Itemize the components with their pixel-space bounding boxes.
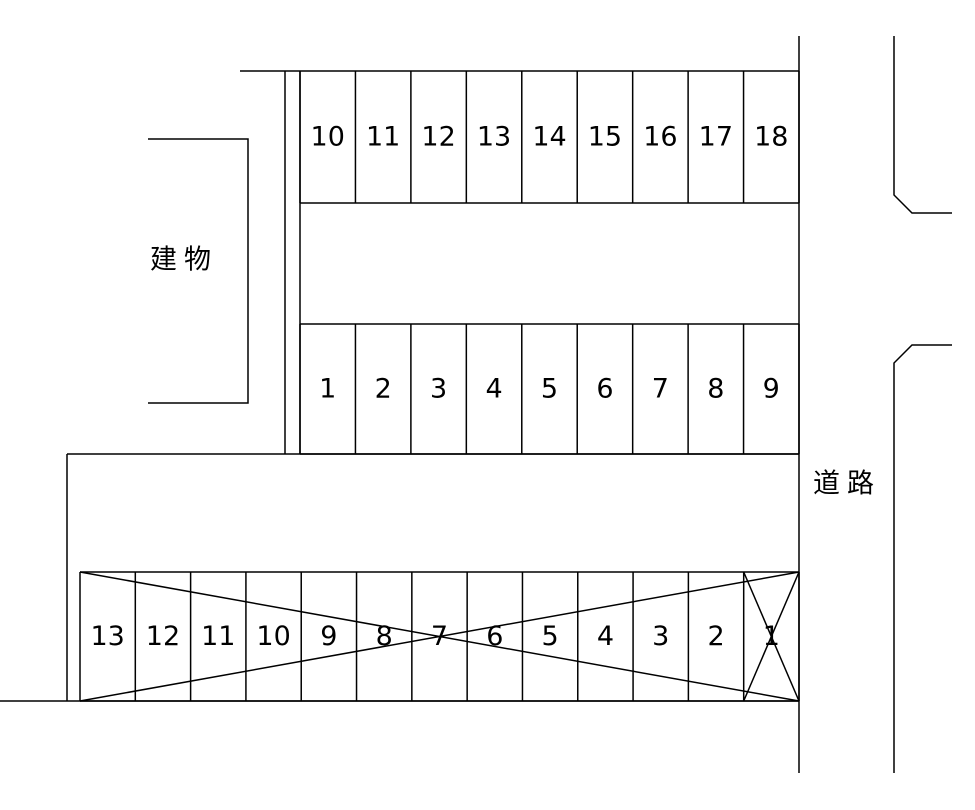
bottom-row-stall-number: 12: [146, 621, 180, 652]
middle-row-stall-number: 4: [485, 374, 502, 405]
road-east-edge-south: [893, 344, 952, 773]
top-row-stall-number: 13: [477, 122, 511, 153]
middle-row-stall-number: 9: [763, 374, 780, 405]
bottom-row-stall-number: 6: [486, 621, 503, 652]
bottom-row-cross-line: [79, 571, 800, 702]
top-row-stall-number: 18: [754, 122, 788, 153]
top-row-stall-number: 17: [699, 122, 733, 153]
bottom-row-stall-number: 10: [256, 621, 290, 652]
top-row-stall-number: 14: [532, 122, 566, 153]
top-row-stall-number: 15: [588, 122, 622, 153]
top-row-stall-number: 10: [311, 122, 345, 153]
middle-row-stall-number: 2: [375, 374, 392, 405]
cross-out-marks: [79, 571, 800, 702]
bottom-row-stall-number: 11: [201, 621, 235, 652]
top-row-stall-number: 16: [643, 122, 677, 153]
top-row-stall-number: 11: [366, 122, 400, 153]
middle-row-stall-number: 6: [596, 374, 613, 405]
road-east-edge-north: [893, 36, 952, 214]
middle-row-stall-number: 7: [652, 374, 669, 405]
road-label: 道路: [813, 469, 881, 500]
bottom-row-stall-number: 9: [320, 621, 337, 652]
middle-row-stall-number: 5: [541, 374, 558, 405]
top-row-stall-number: 12: [421, 122, 455, 153]
bottom-row-stall-number: 8: [376, 621, 393, 652]
parking-row-middle: 1 2 3 4 5 6 7 8 9: [299, 323, 800, 455]
middle-row-stall-number: 3: [430, 374, 447, 405]
stall-1-cross-line: [743, 571, 800, 702]
bottom-row-stall-number: 3: [652, 621, 669, 652]
middle-row-stall-number: 1: [319, 374, 336, 405]
bottom-row-stall-number: 13: [90, 621, 124, 652]
building-outline: [148, 138, 249, 404]
parking-row-top: 10 11 12 13 14 15 16 17 18: [299, 71, 800, 204]
bottom-row-stall-number: 5: [542, 621, 559, 652]
bottom-row-stall-number: 2: [707, 621, 724, 652]
middle-row-stall-number: 8: [707, 374, 724, 405]
building-label: 建物: [150, 245, 218, 276]
bottom-row-stall-number: 4: [597, 621, 614, 652]
